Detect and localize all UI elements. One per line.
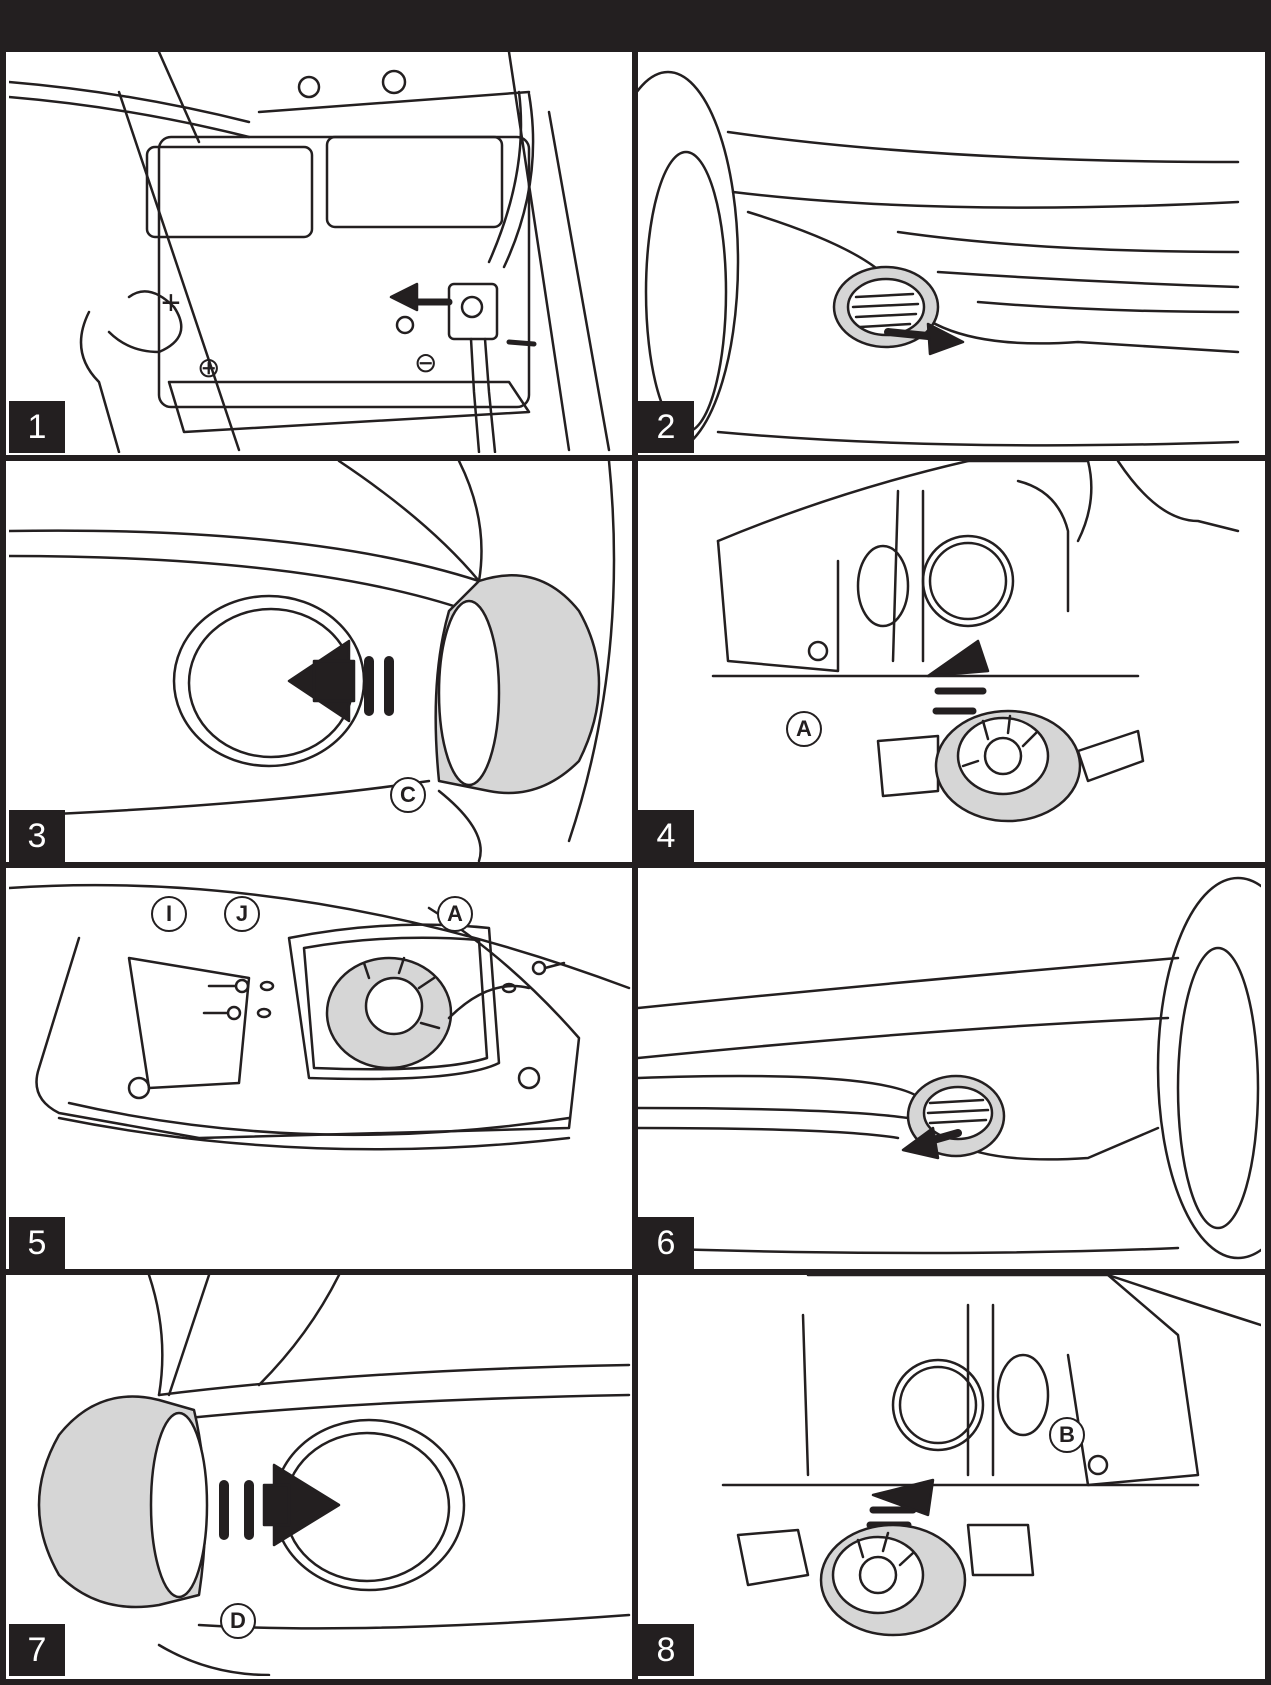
step-number-8: 8 [638, 1624, 694, 1676]
callout-b: B [1049, 1417, 1085, 1453]
step-8-panel: B 8 [638, 1275, 1261, 1676]
callout-a: A [786, 711, 822, 747]
step-4-panel: A 4 [638, 461, 1261, 862]
step-number-1: 1 [9, 401, 65, 453]
bumper-bezel-removal-illustration-2 [638, 868, 1261, 1269]
callout-d: D [220, 1603, 256, 1639]
step-7-panel: D 7 [9, 1275, 632, 1676]
step-3-panel: C 3 [9, 461, 632, 862]
step-number-6: 6 [638, 1217, 694, 1269]
positive-post-symbol: ⊕ [197, 352, 220, 383]
callout-i: I [151, 896, 187, 932]
fog-lamp-insert-illustration-2 [638, 1275, 1261, 1676]
positive-cable-mark: + [161, 284, 181, 322]
callout-j: J [224, 896, 260, 932]
fog-lamp-insert-illustration [638, 461, 1261, 862]
bumper-bezel-removal-illustration [638, 52, 1261, 453]
step-5-panel: I J A 5 [9, 868, 632, 1269]
callout-c: C [390, 777, 426, 813]
battery-illustration: + ⊕ ⊖ [9, 52, 632, 453]
bezel-install-illustration-2 [9, 1275, 632, 1676]
step-2-panel: 2 [638, 52, 1261, 453]
callout-a-mounted: A [437, 896, 473, 932]
step-number-3: 3 [9, 810, 65, 862]
bezel-install-illustration [9, 461, 632, 862]
step-number-4: 4 [638, 810, 694, 862]
step-number-7: 7 [9, 1624, 65, 1676]
step-number-2: 2 [638, 401, 694, 453]
step-1-panel: + ⊕ ⊖ 1 [9, 52, 632, 453]
step-number-5: 5 [9, 1217, 65, 1269]
negative-post-symbol: ⊖ [414, 347, 437, 378]
bolt-fastening-illustration [9, 868, 632, 1269]
step-6-panel: 6 [638, 868, 1261, 1269]
